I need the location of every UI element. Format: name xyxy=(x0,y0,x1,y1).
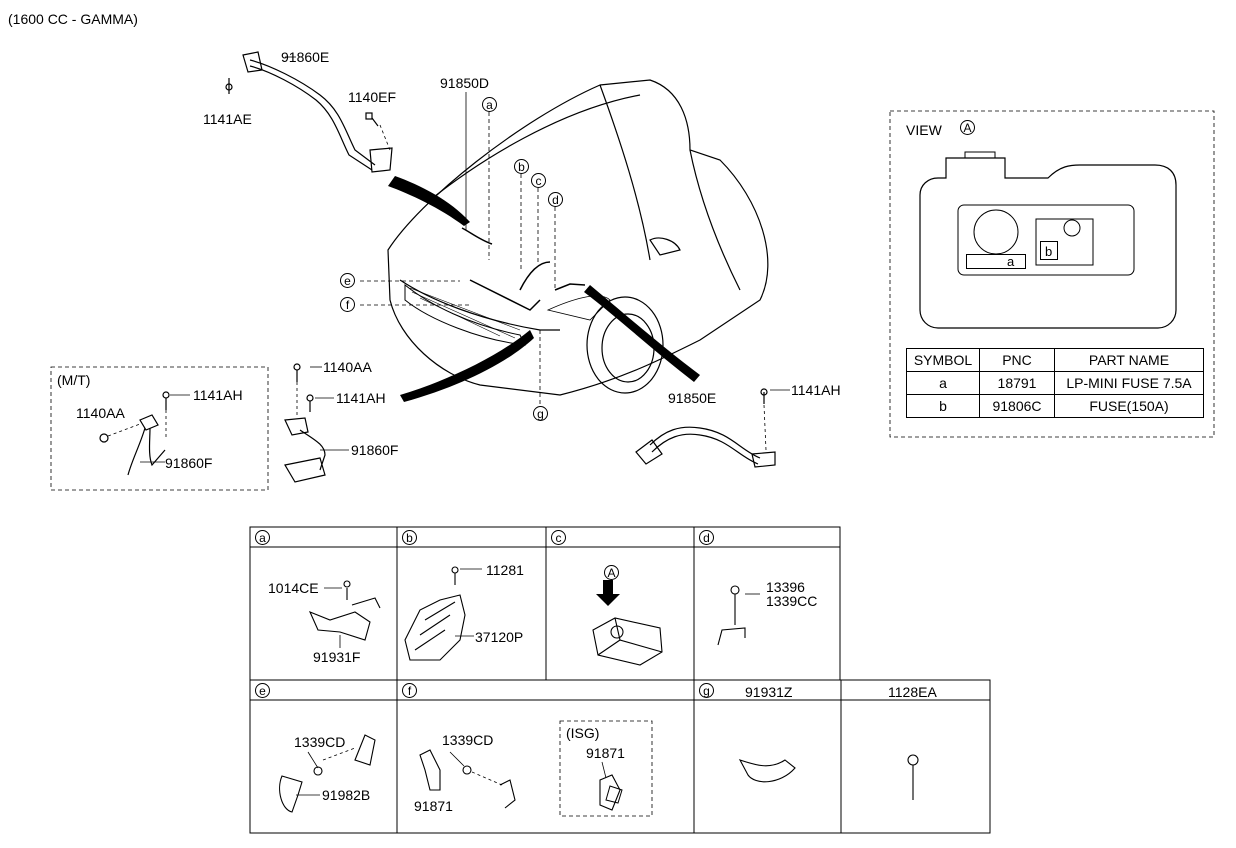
cell-g-tag: g xyxy=(699,683,714,698)
callout-d: d xyxy=(548,192,563,207)
cell-d-part1: 13396 xyxy=(766,579,805,595)
col-part-name: PART NAME xyxy=(1054,348,1204,372)
view-marker: A xyxy=(960,120,975,135)
cell-h-header: 1128EA xyxy=(888,684,937,700)
label-1141AH-mt: 1141AH xyxy=(193,387,243,403)
callout-b: b xyxy=(514,159,529,174)
fuse-a-label: a xyxy=(1007,254,1015,269)
fuse-a-slot: a xyxy=(966,254,1026,269)
reference-table: SYMBOL PNC PART NAME a 18791 LP-MINI FUS… xyxy=(906,348,1204,418)
cell-c-tag: c xyxy=(551,530,566,545)
mt-label: (M/T) xyxy=(57,372,91,388)
label-91860E: 91860E xyxy=(281,49,330,65)
cell-b-tag: b xyxy=(402,530,417,545)
col-pnc: PNC xyxy=(979,348,1055,372)
label-1140AA: 1140AA xyxy=(323,359,372,375)
cell-f-part1: 1339CD xyxy=(442,732,494,748)
cell-c-marker: A xyxy=(604,565,619,580)
cell-d-part2: 1339CC xyxy=(766,593,818,609)
label-91850D: 91850D xyxy=(440,75,490,91)
cell-e-tag: e xyxy=(255,683,270,698)
cell-part-name: LP-MINI FUSE 7.5A xyxy=(1054,371,1204,395)
cell-symbol: b xyxy=(906,394,980,418)
page-title: (1600 CC - GAMMA) xyxy=(8,11,138,27)
col-symbol: SYMBOL xyxy=(906,348,980,372)
label-1140EF: 1140EF xyxy=(348,89,396,105)
label-91860F-mid: 91860F xyxy=(351,442,399,458)
callout-g: g xyxy=(533,406,548,421)
cell-pnc: 18791 xyxy=(979,371,1055,395)
cell-a-part2: 91931F xyxy=(313,649,361,665)
label-1141AH-right: 1141AH xyxy=(791,382,841,398)
callout-c: c xyxy=(531,173,546,188)
view-title: VIEW xyxy=(906,122,942,138)
callout-e: e xyxy=(340,273,355,288)
cell-e-part2: 91982B xyxy=(322,787,371,803)
callout-f: f xyxy=(340,297,355,312)
label-91860F-mt: 91860F xyxy=(165,455,213,471)
cell-d-tag: d xyxy=(699,530,714,545)
label-1141AE: 1141AE xyxy=(203,111,252,127)
cell-g-header: 91931Z xyxy=(745,684,793,700)
cell-symbol: a xyxy=(906,371,980,395)
cell-f-isg: (ISG) xyxy=(566,725,600,741)
cell-part-name: FUSE(150A) xyxy=(1054,394,1204,418)
table-row: a 18791 LP-MINI FUSE 7.5A xyxy=(906,371,1204,395)
cell-f-isg-part: 91871 xyxy=(586,745,625,761)
car-outline xyxy=(387,79,769,396)
cell-b-part2: 37120P xyxy=(475,629,524,645)
harness xyxy=(461,227,586,311)
cell-a-tag: a xyxy=(255,530,270,545)
table-row: b 91806C FUSE(150A) xyxy=(906,394,1204,418)
cell-f-part2: 91871 xyxy=(414,798,453,814)
cell-b-part1: 11281 xyxy=(486,562,524,578)
cell-e-part1: 1339CD xyxy=(294,734,346,750)
cell-a-part1: 1014CE xyxy=(268,580,319,596)
fuse-box-outline xyxy=(919,157,1177,329)
label-1140AA-mt: 1140AA xyxy=(76,405,125,421)
front-wheel xyxy=(586,296,664,394)
callout-a: a xyxy=(482,97,497,112)
cell-f-tag: f xyxy=(402,683,417,698)
table-header-row: SYMBOL PNC PART NAME xyxy=(906,348,1204,372)
label-1141AH-mid: 1141AH xyxy=(336,390,386,406)
cell-pnc: 91806C xyxy=(979,394,1055,418)
fuse-b-label: b xyxy=(1045,244,1053,259)
label-91850E: 91850E xyxy=(668,390,717,406)
fuse-b-slot: b xyxy=(1040,241,1058,260)
